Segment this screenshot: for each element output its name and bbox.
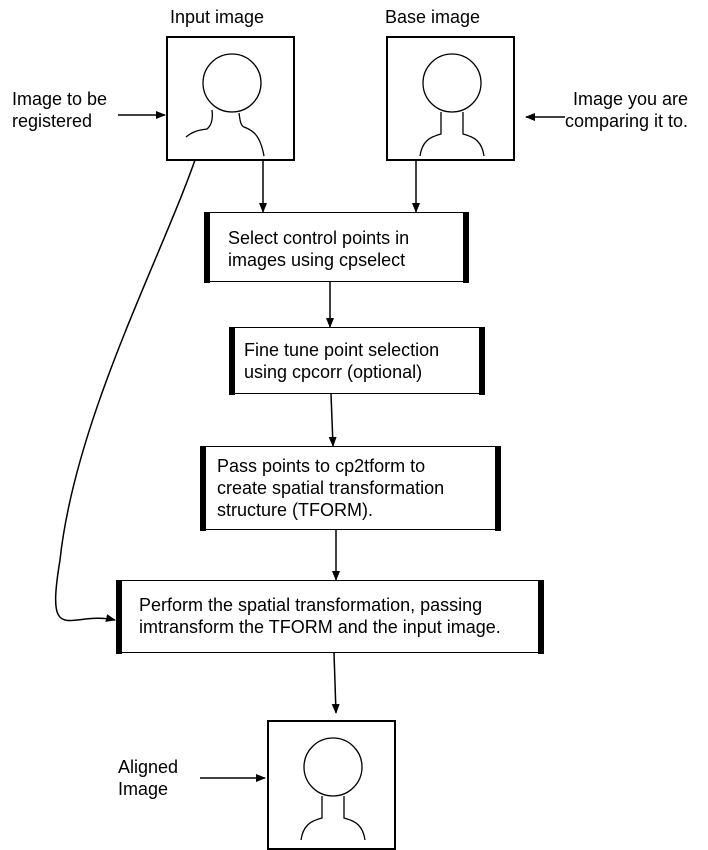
step-line: Pass points to cp2tform to (217, 456, 426, 476)
step-fine-tune: Fine tune point selection using cpcorr (… (228, 326, 485, 395)
aligned-image-frame (267, 720, 396, 850)
step-line: using cpcorr (optional) (244, 362, 423, 382)
step-line: images using cpselect (228, 250, 406, 270)
step-pass-points: Pass points to cp2tform to create spatia… (199, 445, 501, 531)
head-shoulders-portrait-icon (300, 737, 366, 841)
head-shoulders-portrait-icon (185, 53, 265, 157)
image-to-be-registered-label: Image to be registered (12, 89, 108, 131)
base-image-frame (386, 36, 515, 161)
step-perform-transformation: Perform the spatial transformation, pass… (115, 579, 544, 654)
step-line: Select control points in (228, 228, 410, 248)
step-line: imtransform the TFORM and the input imag… (139, 617, 501, 637)
arrow-perform-to-aligned (331, 652, 340, 714)
step-line: Perform the spatial transformation, pass… (139, 595, 483, 615)
step-line: structure (TFORM). (217, 500, 373, 520)
image-you-are-comparing-label: Image you are comparing it to. (565, 89, 689, 131)
input-image-frame (166, 36, 295, 161)
arrow-finetune-to-pass (328, 393, 337, 447)
arrow-input-to-perform (54, 159, 196, 622)
aligned-image-label: Aligned Image (118, 757, 179, 799)
input-image-label: Input image (170, 7, 265, 27)
base-image-label: Base image (385, 7, 481, 27)
head-shoulders-portrait-icon (419, 53, 485, 157)
step-line: create spatial transformation (217, 478, 445, 498)
step-select-control-points: Select control points in images using cp… (203, 211, 469, 283)
step-line: Fine tune point selection (244, 340, 440, 360)
